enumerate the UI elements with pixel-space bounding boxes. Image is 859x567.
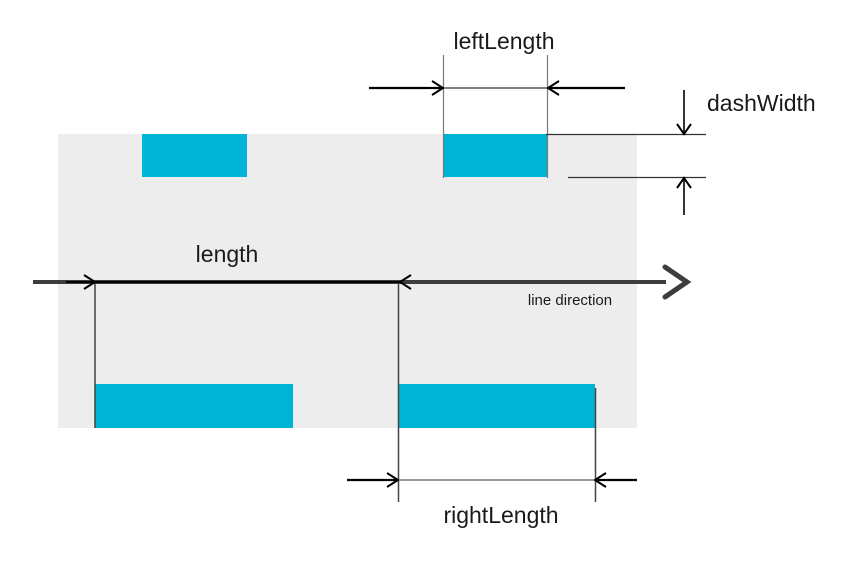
line-direction-arrowhead-icon [662,264,692,300]
dash-width-arrowhead-up-icon [676,176,692,189]
dash-top-left [142,134,247,177]
length-arrowhead-left-icon [398,274,412,290]
left-length-label: leftLength [453,28,555,54]
left-length-arrowhead-left-icon [546,80,560,96]
length-label: length [195,241,259,267]
length-arrowhead-right-icon [83,274,97,290]
dash-bottom-left [95,384,293,428]
dash-bottom-right [398,384,595,428]
right-length-label: rightLength [443,502,559,528]
right-length-arrowhead-left-icon [593,472,607,488]
dash-width-label: dashWidth [707,90,816,116]
dash-top-right [443,134,548,177]
dash-width-arrowhead-down-icon [676,123,692,136]
line-direction-label: line direction [527,292,613,309]
